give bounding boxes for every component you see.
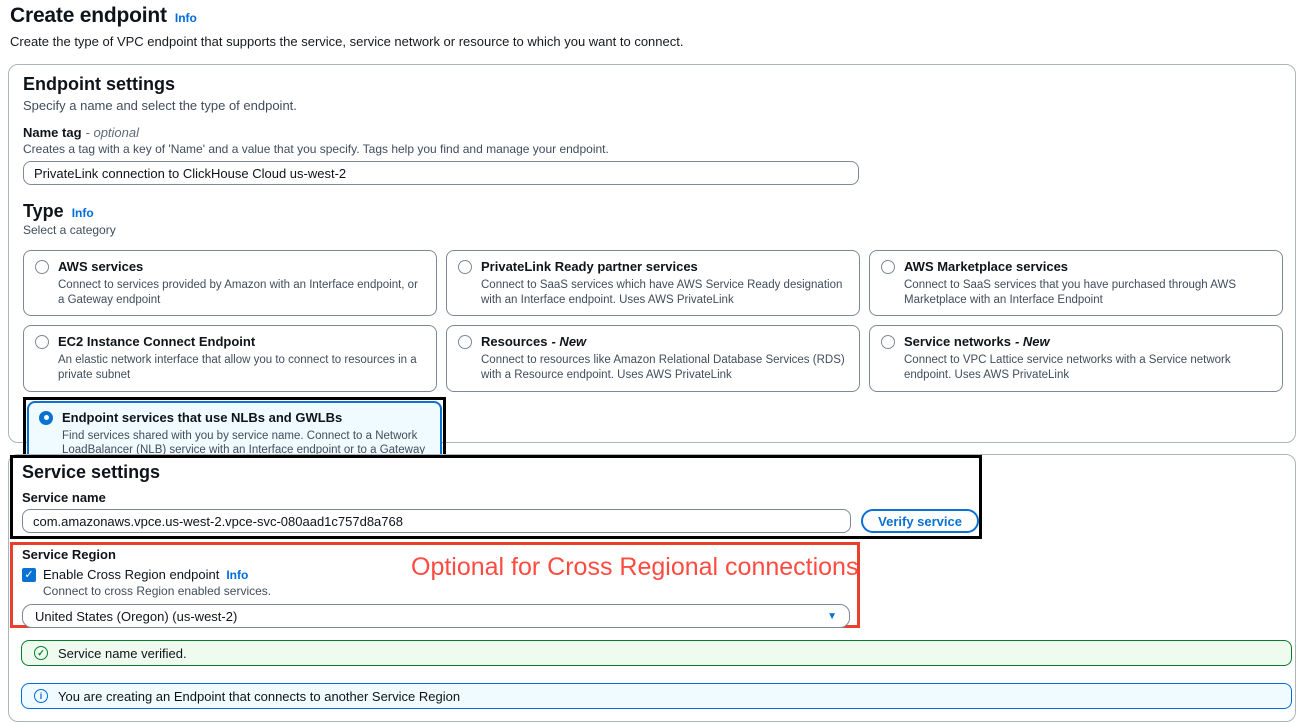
cross-region-checkbox-label: Enable Cross Region endpoint (43, 567, 220, 582)
type-option-description: Connect to resources like Amazon Relatio… (481, 354, 845, 381)
service-region-select[interactable]: United States (Oregon) (us-west-2) ▼ (22, 604, 850, 628)
type-option-description: Connect to VPC Lattice service networks … (904, 354, 1231, 381)
service-region-annotation-box: Service Region ✓ Enable Cross Region end… (10, 542, 860, 628)
cross-region-info-link[interactable]: Info (226, 567, 249, 582)
name-tag-label: Name tag- optional (23, 125, 140, 140)
type-option-description: Connect to services provided by Amazon w… (58, 278, 418, 306)
page-info-link[interactable]: Info (174, 11, 197, 25)
type-option-label: Resources (481, 334, 548, 350)
type-option-ec2-instance-connect-endpoint[interactable]: EC2 Instance Connect Endpoint An elastic… (23, 325, 437, 392)
radio-icon[interactable] (35, 335, 49, 350)
radio-icon[interactable] (458, 260, 472, 274)
service-settings-panel: Service settings Service name Verify ser… (8, 454, 1296, 722)
page-title: Create endpoint (10, 4, 167, 27)
type-options-grid: AWS services Connect to services provide… (23, 250, 1283, 392)
chevron-down-icon: ▼ (827, 610, 837, 622)
type-option-label: AWS Marketplace services (904, 259, 1069, 274)
info-circle-icon: i (34, 689, 48, 703)
cross-region-info-banner: i You are creating an Endpoint that conn… (21, 683, 1292, 709)
service-settings-title: Service settings (22, 462, 161, 482)
type-option-resources[interactable]: Resources- New Connect to resources like… (446, 325, 860, 392)
type-option-label: Service networks (904, 334, 1011, 350)
radio-selected-icon[interactable] (39, 410, 53, 425)
radio-icon[interactable] (458, 335, 472, 350)
type-option-aws-marketplace-services[interactable]: AWS Marketplace services Connect to SaaS… (869, 250, 1283, 317)
radio-icon[interactable] (881, 335, 895, 350)
cross-region-checkbox[interactable]: ✓ (22, 567, 36, 582)
type-option-service-networks[interactable]: Service networks- New Connect to VPC Lat… (869, 325, 1283, 392)
success-check-icon: ✓ (34, 646, 48, 660)
service-name-input[interactable] (22, 509, 852, 533)
type-option-description: Connect to SaaS services which have AWS … (481, 278, 843, 306)
endpoint-settings-description: Specify a name and select the type of en… (23, 98, 297, 113)
service-verified-message: Service name verified. (58, 645, 187, 661)
service-name-label: Service name (22, 490, 106, 505)
type-option-label: EC2 Instance Connect Endpoint (58, 334, 256, 350)
endpoint-settings-title: Endpoint settings (23, 74, 175, 94)
endpoint-settings-panel: Endpoint settings Specify a name and sel… (8, 64, 1296, 487)
type-option-privatelink-partner-services[interactable]: PrivateLink Ready partner services Conne… (446, 250, 860, 317)
type-option-label: AWS services (58, 259, 144, 274)
verify-service-button[interactable]: Verify service (861, 509, 979, 533)
type-option-label: PrivateLink Ready partner services (481, 259, 698, 274)
type-info-link[interactable]: Info (71, 206, 94, 220)
name-tag-optional: - optional (85, 125, 140, 140)
service-settings-annotation-box: Service settings Service name Verify ser… (10, 455, 982, 539)
service-verified-banner: ✓ Service name verified. (21, 640, 1292, 666)
service-region-selected-value: United States (Oregon) (us-west-2) (35, 608, 238, 624)
page-header: Create endpoint Info Create the type of … (0, 4, 1304, 49)
cross-region-help: Connect to cross Region enabled services… (43, 584, 272, 598)
page-subtitle: Create the type of VPC endpoint that sup… (10, 34, 684, 49)
radio-icon[interactable] (35, 260, 49, 274)
type-option-aws-services[interactable]: AWS services Connect to services provide… (23, 250, 437, 317)
type-title: Type (23, 201, 64, 221)
cross-region-info-message: You are creating an Endpoint that connec… (58, 688, 461, 704)
type-option-description: An elastic network interface that allow … (58, 354, 417, 381)
cross-region-annotation-note: Optional for Cross Regional connections (411, 553, 859, 581)
name-tag-help: Creates a tag with a key of 'Name' and a… (23, 142, 609, 156)
name-tag-input[interactable] (23, 161, 859, 185)
type-description: Select a category (23, 223, 116, 237)
type-option-label: Endpoint services that use NLBs and GWLB… (62, 409, 343, 425)
type-option-description: Connect to SaaS services that you have p… (904, 278, 1236, 306)
service-region-label: Service Region (22, 547, 116, 562)
radio-icon[interactable] (881, 260, 895, 274)
